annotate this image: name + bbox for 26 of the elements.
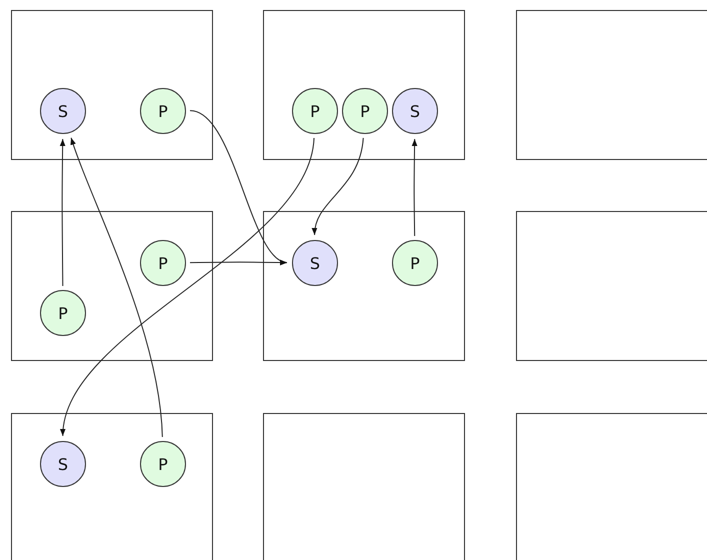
node-circle: S xyxy=(40,441,86,487)
node-circle: P xyxy=(140,441,186,487)
container-box xyxy=(263,413,465,560)
node-circle: S xyxy=(40,88,86,134)
container-box xyxy=(516,10,707,160)
container-box xyxy=(263,10,465,160)
node-circle: P xyxy=(140,240,186,286)
container-box xyxy=(11,10,213,160)
arrow xyxy=(412,138,418,236)
node-circle: P xyxy=(40,290,86,336)
arrow xyxy=(312,137,364,236)
container-box xyxy=(516,211,707,361)
node-circle: P xyxy=(292,88,338,134)
node-circle: P xyxy=(342,88,388,134)
node-circle: P xyxy=(140,88,186,134)
node-circle: S xyxy=(292,240,338,286)
container-box xyxy=(516,413,707,560)
node-circle: S xyxy=(392,88,438,134)
arrow xyxy=(60,138,66,286)
arrow xyxy=(70,137,163,438)
node-circle: P xyxy=(392,240,438,286)
container-box xyxy=(11,211,213,361)
container-box xyxy=(11,413,213,560)
arrow xyxy=(190,260,288,266)
arrow xyxy=(61,137,315,436)
container-box xyxy=(263,211,465,361)
